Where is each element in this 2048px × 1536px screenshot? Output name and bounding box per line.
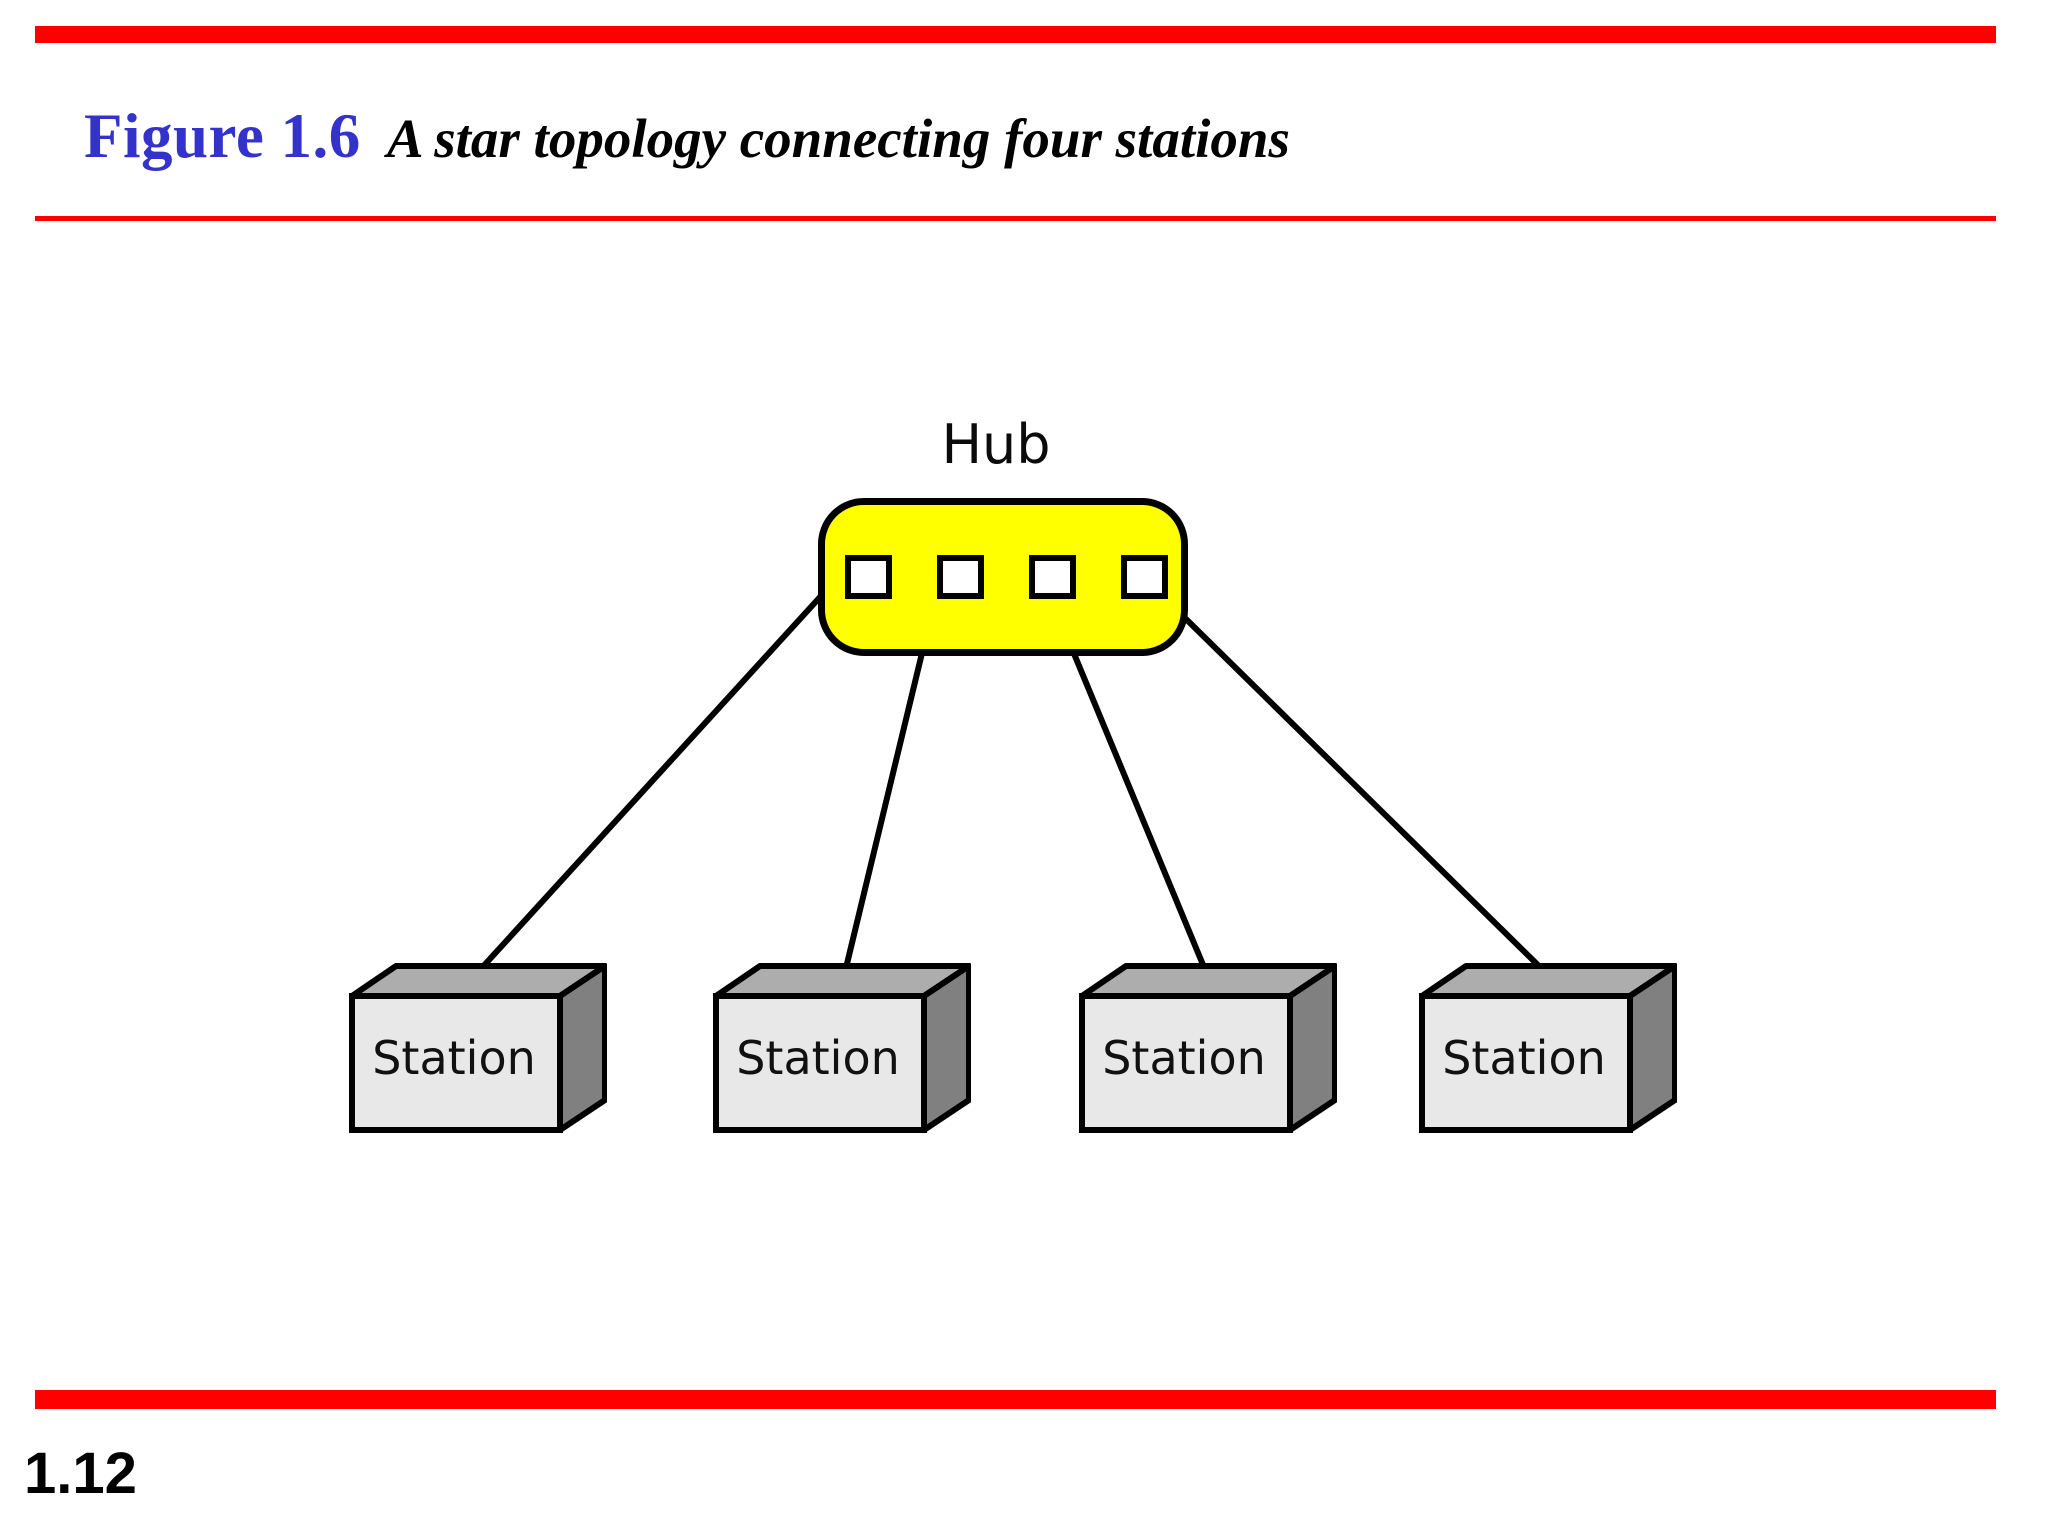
figure-caption: A star topology connecting four stations bbox=[386, 108, 1290, 169]
hub-port-4[interactable] bbox=[1121, 555, 1168, 599]
title-underline-rule bbox=[35, 216, 1996, 221]
link-port1-station1 bbox=[475, 559, 855, 975]
page-number: 1.12 bbox=[24, 1441, 137, 1506]
station-node-3[interactable]: Station bbox=[1078, 960, 1337, 1140]
link-port4-station4 bbox=[1125, 559, 1548, 975]
station-node-2[interactable]: Station bbox=[712, 960, 971, 1140]
bottom-red-rule bbox=[35, 1390, 1996, 1409]
hub-port-3[interactable] bbox=[1029, 555, 1076, 599]
hub-port-1[interactable] bbox=[845, 555, 892, 599]
hub-label: Hub bbox=[941, 413, 1051, 476]
top-red-rule bbox=[35, 26, 1996, 43]
station-node-1[interactable]: Station bbox=[348, 960, 607, 1140]
hub-port-2[interactable] bbox=[937, 555, 984, 599]
station-node-4[interactable]: Station bbox=[1418, 960, 1677, 1140]
figure-number: Figure 1.6 bbox=[84, 101, 361, 171]
